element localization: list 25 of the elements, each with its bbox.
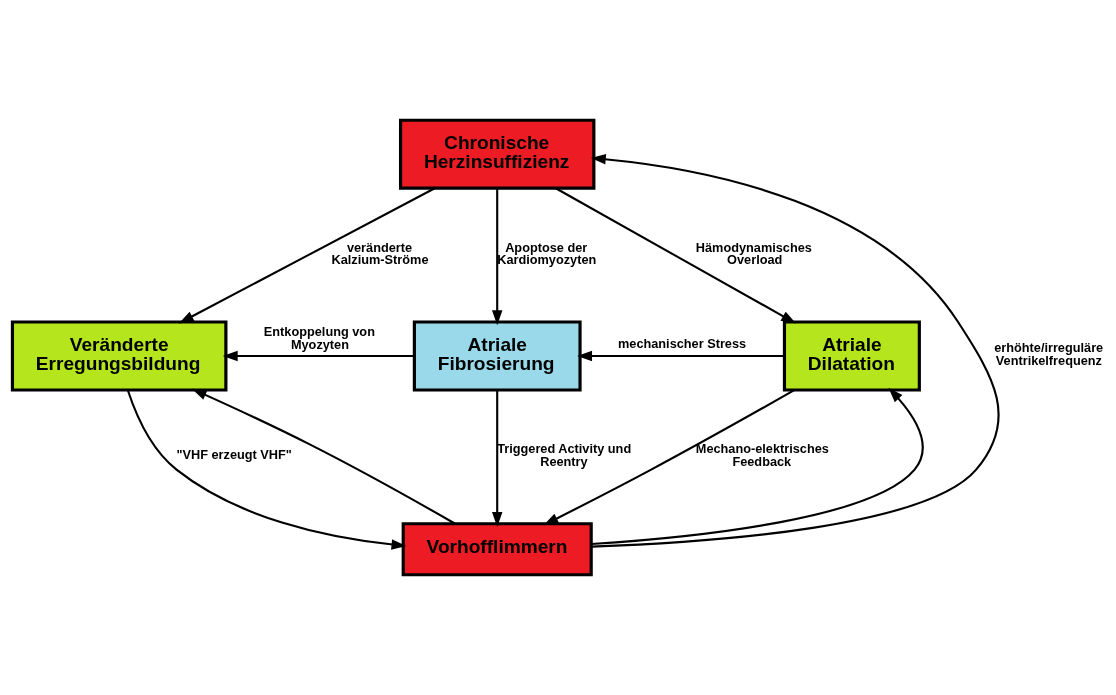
- node-box: Chronische Herzinsuffizienz: [398, 118, 596, 190]
- node-box: Veränderte Erregungsbildung: [10, 320, 228, 392]
- arrow: [191, 388, 456, 525]
- node-box: Atriale Fibrosierung: [412, 320, 582, 392]
- arrow: [126, 389, 407, 550]
- edge-label: Triggered Activity und Reentry: [497, 441, 632, 470]
- edge-label: Entkoppelung von Myozyten: [263, 324, 375, 353]
- edge-label: mechanischer Stress: [618, 336, 747, 352]
- edge-label: "VHF erzeugt VHF": [176, 447, 292, 463]
- arrow: [222, 350, 415, 362]
- arrow: [591, 387, 924, 546]
- edge-label: Mechano-elektrisches Feedback: [695, 441, 829, 470]
- arrow: [577, 350, 785, 362]
- arrow: [543, 389, 795, 526]
- arrow: [178, 187, 436, 324]
- arrow: [492, 390, 503, 527]
- edge-label: erhöhte/irreguläre Ventrikelfrequenz: [994, 340, 1104, 369]
- edge-label: veränderte Kalzium-Ströme: [331, 239, 429, 268]
- arrow: [590, 154, 1000, 548]
- arrow: [555, 187, 797, 324]
- node-box: Atriale Dilatation: [782, 320, 921, 392]
- arrow: [492, 188, 503, 326]
- edge-label: Apoptose der Kardiomyozyten: [497, 239, 597, 268]
- edge-label: Hämodynamisches Overload: [695, 239, 812, 268]
- node-box: Vorhofflimmern: [401, 522, 593, 577]
